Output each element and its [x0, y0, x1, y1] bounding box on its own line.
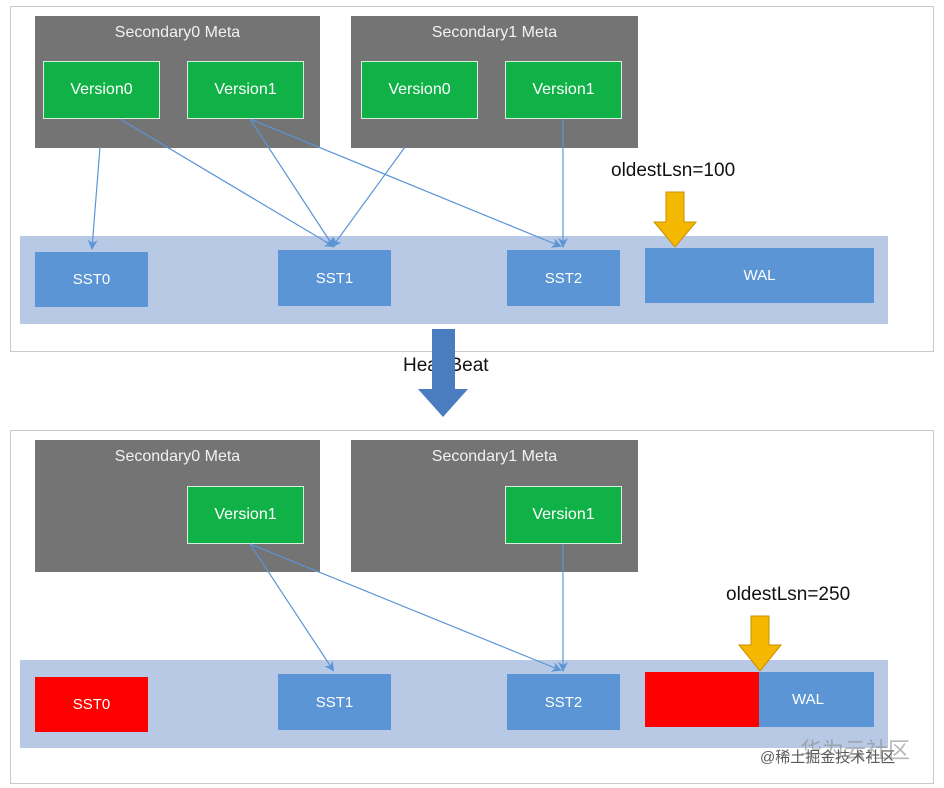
heartbeat-label: HeartBeat — [403, 355, 489, 376]
top-wal: WAL — [645, 248, 874, 303]
top-secondary0-version1: Version1 — [187, 61, 304, 119]
bottom-sst0-deleted: SST0 — [35, 677, 148, 732]
bottom-secondary0-version1: Version1 — [187, 486, 304, 544]
top-sst0: SST0 — [35, 252, 148, 307]
bottom-secondary1-meta-title: Secondary1 Meta — [431, 448, 558, 465]
top-sst1: SST1 — [278, 250, 391, 306]
bottom-wal-truncated-segment — [645, 672, 759, 727]
bottom-wal-label: WAL — [792, 691, 824, 708]
top-oldest-lsn-label: oldestLsn=100 — [611, 160, 736, 181]
top-secondary1-version1: Version1 — [505, 61, 622, 119]
watermark-site: 华为云社区 — [800, 738, 911, 763]
bottom-secondary0-meta-title: Secondary0 Meta — [114, 448, 241, 465]
watermark-community: @稀土掘金技术社区 — [760, 749, 896, 766]
bottom-secondary1-version1: Version1 — [505, 486, 622, 544]
top-secondary1-version0: Version0 — [361, 61, 478, 119]
top-secondary0-version0: Version0 — [43, 61, 160, 119]
bottom-sst1: SST1 — [278, 674, 391, 730]
top-sst2: SST2 — [507, 250, 620, 306]
bottom-oldest-lsn-label: oldestLsn=250 — [726, 584, 851, 605]
top-secondary0-meta-title: Secondary0 Meta — [114, 24, 241, 41]
bottom-sst2: SST2 — [507, 674, 620, 730]
top-secondary1-meta-title: Secondary1 Meta — [431, 24, 558, 41]
